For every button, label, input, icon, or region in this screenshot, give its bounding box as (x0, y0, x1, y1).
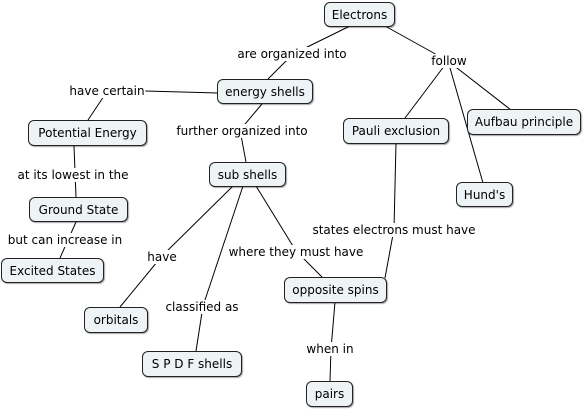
link-further-organized-into: further organized into (175, 124, 309, 138)
edge-states-to-opposite-spins (384, 228, 395, 279)
node-ground-state[interactable]: Ground State (29, 197, 128, 222)
edge-opposite-spins-to-when-in (330, 301, 336, 350)
edge-follow-to-pauli (404, 60, 449, 119)
node-potential-energy[interactable]: Potential Energy (28, 120, 147, 146)
node-energy-shells[interactable]: energy shells (217, 79, 313, 104)
node-aufbau-principle[interactable]: Aufbau principle (467, 109, 581, 135)
edge-have-to-orbitals (119, 255, 163, 308)
link-have: have (146, 250, 178, 264)
link-states-electrons-must-have: states electrons must have (311, 223, 477, 237)
link-but-can-increase-in: but can increase in (6, 233, 124, 247)
link-at-its-lowest-in-the: at its lowest in the (16, 168, 130, 182)
node-sub-shells[interactable]: sub shells (209, 162, 286, 187)
edge-sub-shells-to-where (255, 185, 297, 252)
link-follow: follow (430, 54, 468, 68)
node-excited-states[interactable]: Excited States (1, 258, 104, 283)
link-have-certain: have certain (68, 84, 146, 98)
node-electrons[interactable]: Electrons (324, 2, 395, 27)
edge-sub-shells-to-have (161, 185, 234, 257)
link-when-in: when in (305, 342, 355, 356)
edge-follow-to-hunds (447, 60, 484, 184)
node-spdf-shells[interactable]: S P D F shells (142, 351, 242, 377)
link-classified-as: classified as (164, 300, 240, 314)
edge-sub-shells-to-classified (202, 185, 244, 307)
edge-follow-to-aufbau (447, 60, 512, 111)
link-are-organized-into: are organized into (236, 47, 348, 61)
node-pairs[interactable]: pairs (306, 381, 353, 407)
link-where-they-must-have: where they must have (227, 245, 365, 259)
node-pauli-exclusion[interactable]: Pauli exclusion (343, 118, 449, 144)
edge-pauli-to-states (393, 142, 397, 230)
node-opposite-spins[interactable]: opposite spins (284, 277, 387, 303)
node-hunds[interactable]: Hund's (456, 182, 513, 207)
node-orbitals[interactable]: orbitals (84, 307, 148, 333)
